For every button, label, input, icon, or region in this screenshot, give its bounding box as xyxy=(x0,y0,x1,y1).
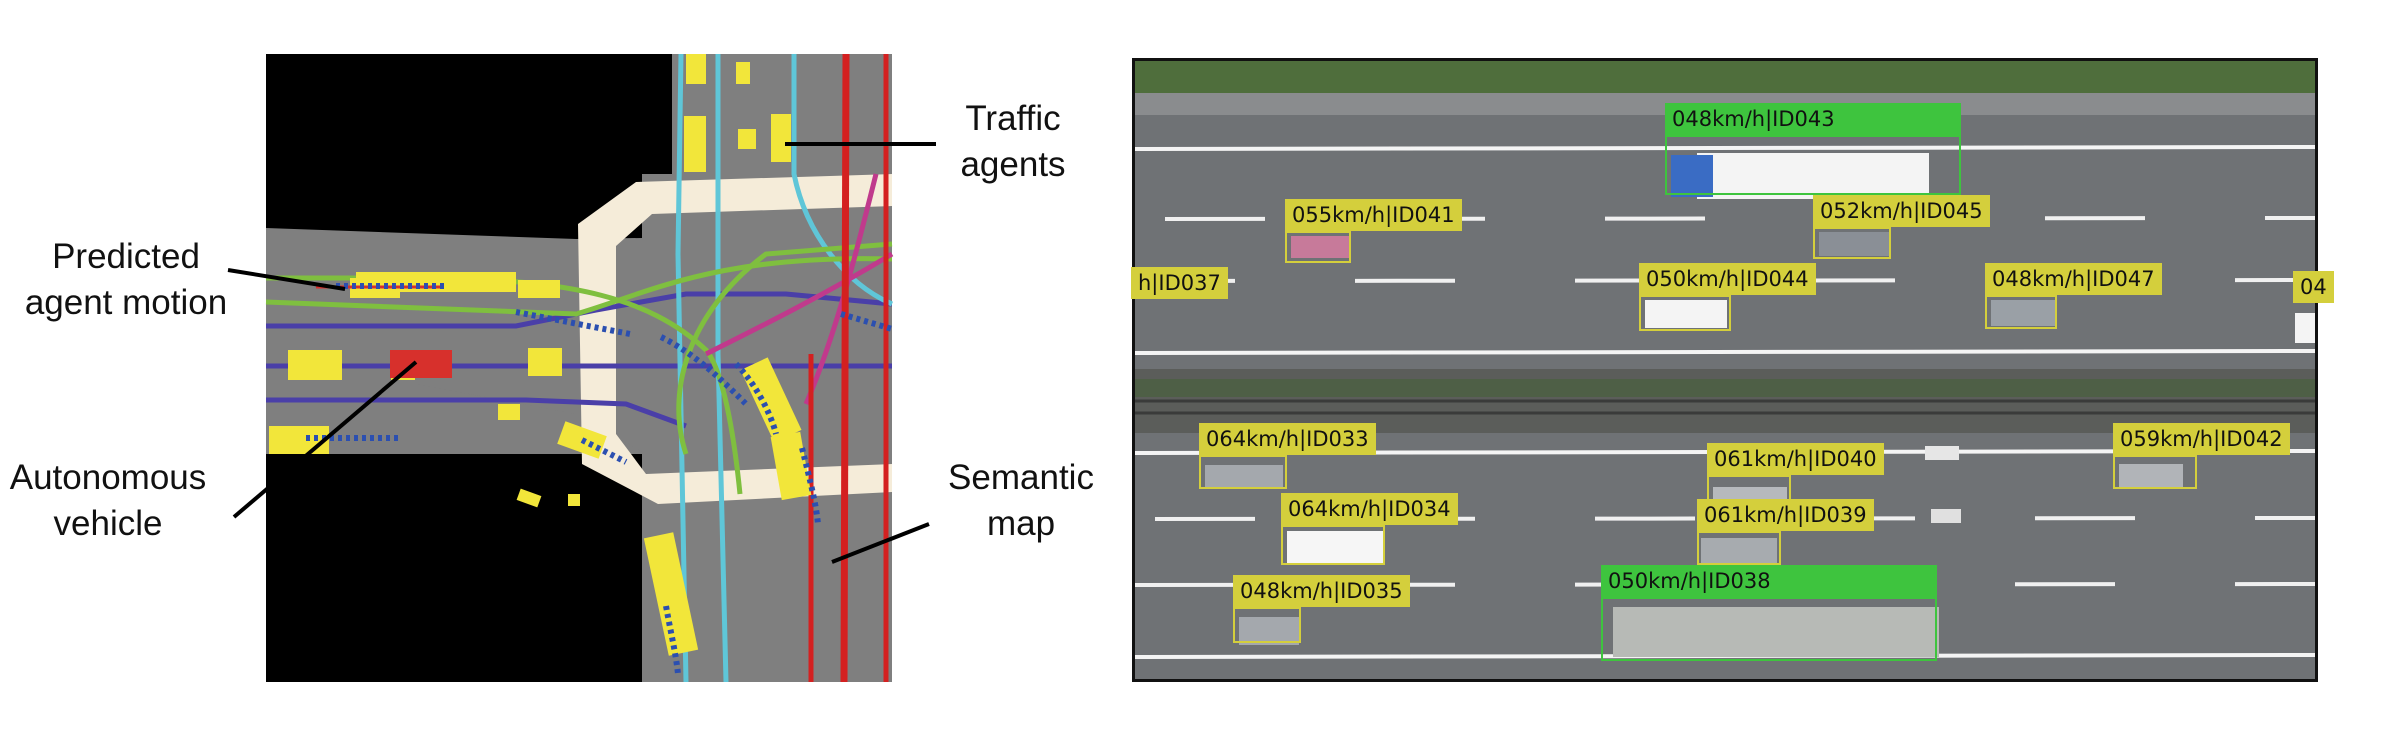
vehicle-car xyxy=(1205,465,1283,489)
callout-semantic-map: Semantic map xyxy=(936,455,1106,547)
detection-label: 059km/h|ID042 xyxy=(2113,423,2290,455)
callout-line-1: Autonomous xyxy=(9,458,207,497)
lane-cyan-1 xyxy=(675,53,689,683)
agent xyxy=(498,404,520,420)
detection-label: h|ID037 xyxy=(1131,267,1228,299)
crosswalk xyxy=(578,174,892,504)
bounding-box xyxy=(1813,227,1891,259)
detection-label: 048km/h|ID043 xyxy=(1665,103,1961,135)
agent xyxy=(684,116,706,172)
lane-green-3 xyxy=(676,241,893,455)
prediction-track xyxy=(515,309,631,337)
detection-label: 064km/h|ID034 xyxy=(1281,493,1458,525)
vehicle-car xyxy=(1991,300,2055,326)
grass-strip xyxy=(1135,61,2315,93)
lane-red-1 xyxy=(840,53,850,683)
bounding-box xyxy=(1199,455,1287,489)
agent xyxy=(686,54,706,84)
detection-label: 052km/h|ID045 xyxy=(1813,195,1990,227)
agent xyxy=(528,348,562,376)
vehicle-car xyxy=(1819,232,1889,256)
bounding-box xyxy=(1285,231,1351,263)
bounding-box xyxy=(2113,455,2197,489)
vehicle-car xyxy=(1645,300,1727,328)
prediction-track xyxy=(659,334,749,407)
lane-magenta-2 xyxy=(704,251,894,357)
detection-label: 050km/h|ID038 xyxy=(1601,565,1937,597)
vehicle-car xyxy=(1925,446,1959,460)
detection-label: 061km/h|ID039 xyxy=(1697,499,1874,531)
callout-line-2: vehicle xyxy=(53,504,163,543)
detection-label: 04 xyxy=(2293,271,2334,303)
vehicle-car xyxy=(2295,313,2315,343)
bounding-box xyxy=(1233,607,1301,643)
callout-line-2: agent motion xyxy=(24,283,228,322)
lane-cyan-2 xyxy=(715,54,729,683)
vehicle-car xyxy=(1931,509,1961,523)
lane-blue-3 xyxy=(266,291,893,329)
vehicle-car xyxy=(2119,464,2183,488)
bounding-box xyxy=(1639,295,1731,331)
agent xyxy=(740,357,802,443)
detection-label: 064km/h|ID033 xyxy=(1199,423,1376,455)
road-edge-line xyxy=(1134,145,2316,151)
prediction-track xyxy=(840,311,893,332)
prediction-track xyxy=(733,361,779,435)
detection-label: 050km/h|ID044 xyxy=(1639,263,1816,295)
vehicle-truck xyxy=(1613,607,1939,657)
black-block-top-gap xyxy=(642,54,672,174)
agent xyxy=(643,532,699,656)
callout-line-2: map xyxy=(986,504,1056,543)
road-edge-line xyxy=(1134,349,2316,355)
vehicle-car xyxy=(1291,236,1349,258)
agent xyxy=(288,350,342,380)
callout-traffic-agents: Traffic agents xyxy=(938,96,1088,188)
agent xyxy=(269,426,329,454)
aerial-highway-view: 048km/h|ID043 055km/h|ID041 052km/h|ID04… xyxy=(1131,58,2334,682)
lane-green-2 xyxy=(265,256,893,317)
agent xyxy=(736,62,750,84)
detection-label: 061km/h|ID040 xyxy=(1707,443,1884,475)
detection-label: 048km/h|ID047 xyxy=(1985,263,2162,295)
bounding-box xyxy=(1281,525,1385,565)
callout-autonomous-vehicle: Autonomous vehicle xyxy=(8,455,208,547)
semantic-map-view xyxy=(265,53,894,683)
callout-line-1: Traffic xyxy=(965,99,1061,138)
median-grass xyxy=(1135,379,2315,397)
semantic-map-graphic xyxy=(265,53,894,683)
callout-line-1: Predicted xyxy=(52,237,200,276)
callout-line-1: Semantic xyxy=(948,458,1094,497)
callout-predicted-motion: Predicted agent motion xyxy=(8,234,244,326)
prediction-track xyxy=(580,437,628,465)
agent xyxy=(568,494,580,506)
agent xyxy=(516,488,542,508)
bounding-box xyxy=(1601,597,1937,661)
ego-vehicle xyxy=(390,350,452,378)
vehicle-truck xyxy=(1697,153,1929,199)
lane-dash xyxy=(1164,216,2316,221)
bounding-box xyxy=(1697,531,1781,565)
detection-label: 055km/h|ID041 xyxy=(1285,199,1462,231)
detection-label: 048km/h|ID035 xyxy=(1233,575,1410,607)
agent xyxy=(518,280,560,298)
callout-line-2: agents xyxy=(960,145,1066,184)
agent xyxy=(738,129,756,149)
bounding-box xyxy=(1985,295,2057,329)
agent xyxy=(771,114,791,162)
vehicle-truck-cab xyxy=(1671,155,1713,197)
bounding-box xyxy=(1665,135,1961,195)
vehicle-van xyxy=(1287,531,1383,563)
lane-dash xyxy=(1154,516,2316,521)
vehicle-car xyxy=(1701,538,1777,566)
black-block-left-bottom xyxy=(266,454,642,682)
black-block-left-top xyxy=(266,54,642,239)
prediction-track xyxy=(799,447,821,525)
vehicle-car xyxy=(1239,617,1299,645)
